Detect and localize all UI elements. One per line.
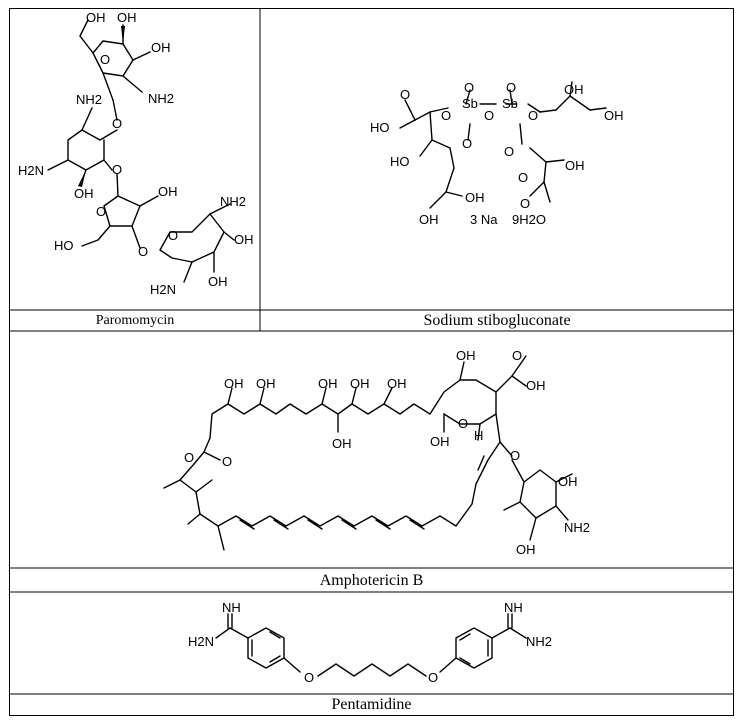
sg-label-o-1: O <box>441 108 451 123</box>
sg-label-o-6: O <box>504 144 514 159</box>
sg-label-sodium: 3 Na <box>470 212 498 227</box>
caption-amphotericin-b: Amphotericin B <box>319 571 424 589</box>
pm-label-oh-6: OH <box>234 232 254 247</box>
ab-label-oh-7: OH <box>430 434 450 449</box>
pm-label-oh-3: OH <box>151 40 171 55</box>
ab-label-h: H <box>474 428 483 443</box>
sg-label-o-7: O <box>520 196 530 211</box>
pm-label-o-ring1: O <box>100 52 110 67</box>
ab-label-oh-3: OH <box>318 376 338 391</box>
ab-label-o-ring: O <box>458 416 468 431</box>
stibogluconate-structure: O HO O O Sb O O Sb O OH OH O HO O O OH O… <box>370 80 624 227</box>
sg-label-o-2: O <box>464 80 474 95</box>
ab-label-o-glyco: O <box>510 448 520 463</box>
sg-label-sb-2: Sb <box>502 96 518 111</box>
pm-label-oh-7: OH <box>208 274 228 289</box>
ab-label-cooh: O <box>512 348 522 363</box>
ab-label-oh-8: OH <box>456 348 476 363</box>
pm-label-o-link3: O <box>138 244 148 259</box>
pm-label-o-link1: O <box>112 116 122 131</box>
sg-label-oh-3: OH <box>565 158 585 173</box>
ab-label-oh-9: OH <box>558 474 578 489</box>
pt-label-nh-2: NH <box>504 600 523 615</box>
sg-label-o-5: O <box>462 136 472 151</box>
pm-label-oh-2: OH <box>117 10 137 25</box>
pm-label-ho-1: HO <box>54 238 74 253</box>
ab-label-oh-4: OH <box>350 376 370 391</box>
sg-label-ho-1: HO <box>370 120 390 135</box>
sg-label-sb-1: Sb <box>462 96 478 111</box>
sg-label-o-4: O <box>528 108 538 123</box>
sg-label-oh-4: OH <box>465 190 485 205</box>
pm-label-o-link2: O <box>112 162 122 177</box>
paromomycin-structure: OH OH OH O NH2 NH2 O H2N OH O O OH NH2 H… <box>18 10 254 297</box>
pentamidine-structure: NH H2N O O NH NH2 <box>188 600 552 685</box>
pm-label-h2n-1: H2N <box>18 163 44 178</box>
pm-label-oh-5: OH <box>158 184 178 199</box>
pm-label-o-ring2: O <box>96 204 106 219</box>
sg-label-water: 9H2O <box>512 212 546 227</box>
ab-label-o-ester: O <box>184 450 194 465</box>
pt-label-nh-1: NH <box>222 600 241 615</box>
amphotericin-structure: OH OH OH OH OH O OH O O OH OH H O OH NH2… <box>163 348 590 557</box>
ab-label-oh-6: OH <box>332 436 352 451</box>
sg-label-o-3: O <box>506 80 516 95</box>
sg-label-ho-2: HO <box>390 154 410 169</box>
sg-label-oh-2: OH <box>604 108 624 123</box>
pm-label-o-ring3: O <box>168 228 178 243</box>
ab-label-oh-2: OH <box>256 376 276 391</box>
pm-label-nh2-1: NH2 <box>76 92 102 107</box>
ab-label-oh-5: OH <box>387 376 407 391</box>
ab-label-oh-1: OH <box>224 376 244 391</box>
pm-label-oh-4: OH <box>74 186 94 201</box>
pm-label-nh2-2: NH2 <box>148 91 174 106</box>
sg-label-o-carbonyl2: O <box>518 170 528 185</box>
sg-label-o-carbonyl1: O <box>400 87 410 102</box>
sg-label-oh-1: OH <box>564 82 584 97</box>
pm-label-oh-1: OH <box>86 10 106 25</box>
sg-label-oh-5: OH <box>419 212 439 227</box>
pt-label-h2n: H2N <box>188 634 214 649</box>
ab-label-cooh-oh: OH <box>526 378 546 393</box>
pt-label-o-1: O <box>304 670 314 685</box>
pm-label-nh2-3: NH2 <box>220 194 246 209</box>
pt-label-o-2: O <box>428 670 438 685</box>
ab-label-oh-10: OH <box>516 542 536 557</box>
sg-label-o-bridge: O <box>484 108 494 123</box>
pm-label-h2n-2: H2N <box>150 282 176 297</box>
ab-label-o-carbonyl: O <box>222 454 232 469</box>
pt-label-nh2: NH2 <box>526 634 552 649</box>
caption-sodium-stibogluconate: Sodium stibogluconate <box>423 312 571 329</box>
caption-paromomycin: Paromomycin <box>95 313 175 328</box>
ab-label-nh2: NH2 <box>564 520 590 535</box>
caption-pentamidine: Pentamidine <box>331 696 412 713</box>
